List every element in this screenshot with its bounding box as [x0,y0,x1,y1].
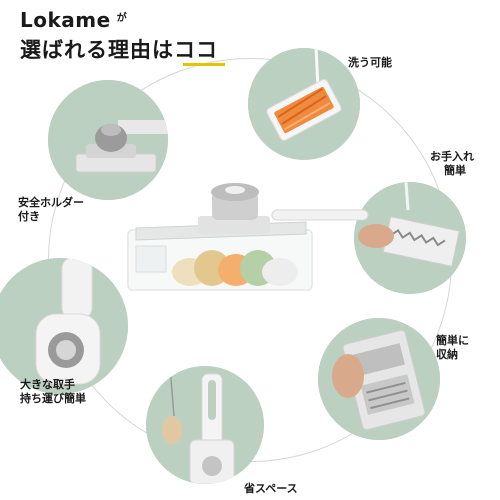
brand-name: Lokame [20,8,111,32]
safety-holder-illustration [48,80,168,200]
washable-container-illustration [248,48,360,160]
page-headline: 選ばれる理由はココ [20,38,218,62]
feature-image-washable [248,48,360,160]
feature-image-space-saving [146,366,264,484]
feature-label-safety-holder: 安全ホルダー 付き [18,196,84,223]
feature-image-safety-holder [48,80,168,200]
feature-label-easy-storage: 簡単に 収納 [436,334,469,361]
easy-storage-illustration [318,318,440,440]
brand-suffix: が [116,13,128,24]
feature-image-large-handle [0,258,128,394]
space-saving-hanging-illustration [146,366,264,484]
product-slicer-main [127,183,369,291]
feature-label-space-saving: 省スペース [244,482,298,495]
feature-image-easy-care [354,182,466,294]
brand-logo: Lokame が [20,8,127,32]
headline-accent-underline [183,63,225,66]
feature-image-easy-storage [318,318,440,440]
easy-care-blade-illustration [354,182,466,294]
feature-label-easy-care: お手入れ 簡単 [430,150,474,177]
feature-label-large-handle: 大きな取手 持ち運び簡単 [20,378,86,405]
large-handle-illustration [0,258,128,394]
feature-label-washable: 洗う可能 [348,56,392,69]
